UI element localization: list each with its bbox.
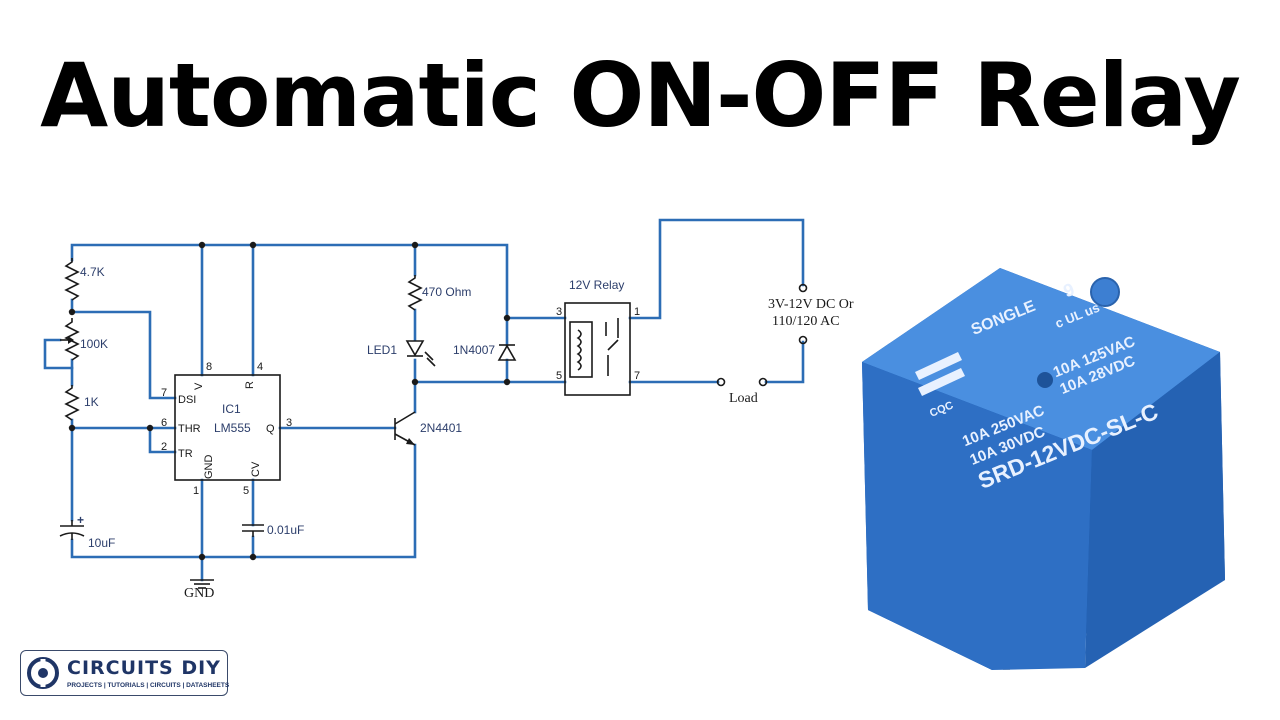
pin-num-6: 6 — [161, 417, 167, 429]
pin-cv: CV — [250, 461, 262, 477]
resistor-r3: 470 Ohm — [407, 275, 471, 311]
junction-dots — [68, 241, 511, 561]
relay-symbol: 12V Relay 3 5 1 7 — [556, 278, 640, 396]
pin-gnd: GND — [203, 455, 215, 480]
ic-part: LM555 — [214, 421, 251, 435]
pin-q: Q — [266, 423, 275, 435]
supply-and-load: 3V-12V DC Or 110/120 AC Load — [716, 283, 854, 406]
r2-label: 1K — [84, 395, 99, 409]
relay-pin-1: 1 — [634, 306, 640, 318]
supply-label: 3V-12V DC Or — [768, 297, 854, 312]
pin-num-2: 2 — [161, 441, 167, 453]
pin-num-7: 7 — [161, 387, 167, 399]
c1-polarity: + — [77, 513, 84, 527]
r3-label: 470 Ohm — [422, 285, 471, 299]
led: LED1 — [367, 340, 436, 367]
diode-1n4007: 1N4007 — [453, 343, 517, 361]
gnd-label: GND — [184, 586, 214, 601]
supply-label-2: 110/120 AC — [772, 314, 840, 329]
relay-logo-icon — [915, 352, 965, 396]
relay-pin-5: 5 — [556, 370, 562, 382]
load-label: Load — [729, 391, 758, 406]
logo-brand: CIRCUITS DIY — [67, 657, 221, 679]
pin-thr: THR — [178, 423, 201, 435]
diode-label: 1N4007 — [453, 343, 495, 357]
capacitor-c2: 0.01uF — [242, 523, 304, 537]
transistor-label: 2N4401 — [420, 421, 462, 435]
relay-pin-7: 7 — [634, 370, 640, 382]
relay-label: 12V Relay — [569, 278, 624, 292]
page-title: Automatic ON-OFF Relay — [40, 44, 1241, 147]
ic-ref: IC1 — [222, 402, 241, 416]
resistor-r1: 4.7K — [64, 258, 105, 301]
relay-photo: SONGLE 9 c UL us CQC 10A 250VAC 10A 30VD… — [862, 268, 1225, 670]
potentiometer: 100K — [60, 318, 108, 361]
relay-pin-3: 3 — [556, 306, 562, 318]
ic-lm555: DSI THR TR Q V R GND CV IC1 LM555 7 6 2 … — [161, 361, 292, 497]
ground-symbol: GND — [184, 579, 214, 601]
resistor-r2: 1K — [64, 385, 99, 421]
pin-num-4: 4 — [257, 361, 263, 373]
pin-v: V — [193, 382, 205, 390]
pin-r: R — [244, 381, 256, 389]
pin-tr: TR — [178, 448, 193, 460]
pin-num-1: 1 — [193, 485, 199, 497]
circuits-diy-logo-icon — [27, 657, 59, 689]
transistor-2n4401: 2N4401 — [394, 411, 462, 446]
logo-tagline: PROJECTS | TUTORIALS | CIRCUITS | DATASH… — [67, 682, 230, 689]
pin-num-8: 8 — [206, 361, 212, 373]
c1-label: 10uF — [88, 536, 115, 550]
pot-label: 100K — [80, 337, 108, 351]
wires — [43, 218, 805, 582]
r1-label: 4.7K — [80, 265, 105, 279]
brand-logo: CIRCUITS DIY PROJECTS | TUTORIALS | CIRC… — [20, 650, 230, 696]
led-label: LED1 — [367, 343, 397, 357]
pin-num-5: 5 — [243, 485, 249, 497]
c2-label: 0.01uF — [267, 523, 304, 537]
pin-dsi: DSI — [178, 394, 196, 406]
capacitor-c1: + 10uF — [59, 513, 115, 550]
pin-num-3: 3 — [286, 417, 292, 429]
